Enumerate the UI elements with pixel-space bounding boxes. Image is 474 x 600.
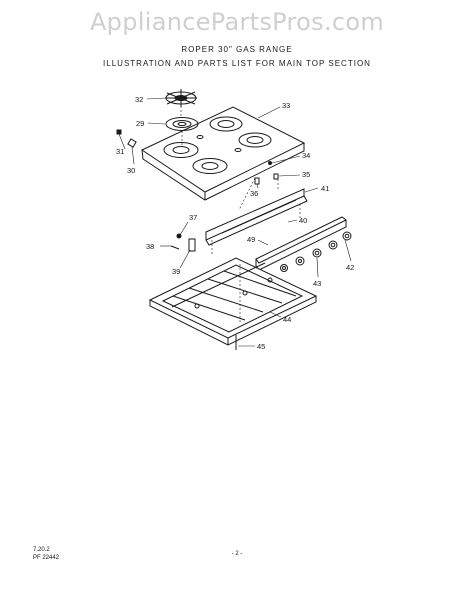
leader-lines xyxy=(118,97,352,347)
watermark-logo: AppliancePartsPros.com xyxy=(89,8,385,36)
page-number: - 2 - xyxy=(231,551,243,557)
clip-parts xyxy=(116,129,137,148)
burner-bowl xyxy=(165,117,199,131)
callout-39: 39 xyxy=(172,267,180,276)
burner-box xyxy=(148,257,318,346)
screws xyxy=(254,161,279,185)
callout-35: 35 xyxy=(302,170,310,179)
footer-code: 7.20.2 xyxy=(33,547,50,553)
diagram-title-line-2: ILLUSTRATION AND PARTS LIST FOR MAIN TOP… xyxy=(103,59,371,68)
burner-grate xyxy=(165,89,197,107)
callout-31: 31 xyxy=(116,147,124,156)
callout-38: 38 xyxy=(146,242,154,251)
callout-32: 32 xyxy=(135,95,143,104)
diagram-title-line-1: ROPER 30" GAS RANGE xyxy=(181,45,293,54)
bracket-parts xyxy=(170,233,196,252)
callout-44: 44 xyxy=(283,315,291,324)
callout-29: 29 xyxy=(136,119,144,128)
callout-43: 43 xyxy=(313,279,321,288)
main-top-panel xyxy=(140,106,306,201)
front-rail xyxy=(205,188,308,246)
callout-45: 45 xyxy=(257,342,265,351)
callout-37: 37 xyxy=(189,213,197,222)
control-knobs xyxy=(280,231,352,272)
callout-41: 41 xyxy=(321,184,329,193)
callout-42: 42 xyxy=(346,263,354,272)
callout-33: 33 xyxy=(282,101,290,110)
callout-49: 49 xyxy=(247,235,255,244)
callout-40: 40 xyxy=(299,216,307,225)
callout-30: 30 xyxy=(127,166,135,175)
assembly-lines xyxy=(180,106,301,322)
callout-34: 34 xyxy=(302,151,310,160)
footer-part-number: PF 22442 xyxy=(33,555,60,561)
callout-36: 36 xyxy=(250,189,258,198)
